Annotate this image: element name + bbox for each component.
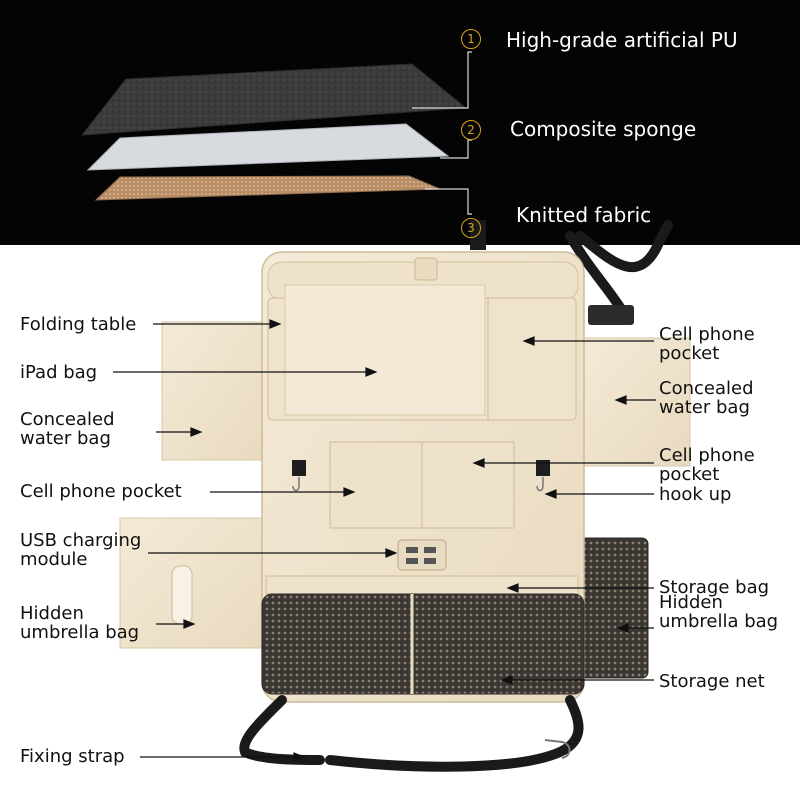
hook-right [536, 460, 550, 476]
leader-layer-3 [425, 188, 472, 215]
knitted-fabric-layer [94, 175, 441, 201]
layer-2-label: Composite sponge [510, 117, 697, 141]
top-tab [414, 257, 438, 281]
label-concealed-water-bag-right: Concealed water bag [659, 378, 754, 418]
hook-left-metal [292, 477, 300, 492]
usb-port-1 [406, 547, 418, 553]
right-side-flap [581, 337, 691, 467]
label-cell-phone-pocket-right-mid: Cell phone pocket [659, 445, 755, 485]
usb-port-4 [424, 558, 436, 564]
label-ipad-bag: iPad bag [20, 362, 98, 383]
phone-pocket-left-shape [329, 441, 423, 529]
storage-bag-flap [265, 575, 579, 595]
layer-1-label: High-grade artificial PU [506, 28, 738, 52]
right-mesh-pocket [579, 537, 649, 679]
label-fixing-strap: Fixing strap [20, 746, 125, 767]
layer-1-number: 1 [461, 29, 481, 49]
layer-2-number: 2 [461, 120, 481, 140]
left-umbrella-flap [119, 517, 269, 649]
bottom-strap-right [325, 695, 584, 772]
phone-pocket-right-shape [421, 441, 515, 529]
usb-port-3 [406, 558, 418, 564]
hook-right-metal [536, 477, 544, 492]
label-cell-phone-pocket-left: Cell phone pocket [20, 481, 182, 502]
hook-left [292, 460, 306, 476]
pu-leather-layer [80, 63, 468, 136]
usb-port-2 [424, 547, 436, 553]
bottom-strap-left [239, 695, 325, 765]
usb-module-shape [397, 539, 447, 571]
ipad-bag-inner [284, 284, 486, 416]
label-hidden-umbrella-bag-left: Hidden umbrella bag [20, 603, 140, 643]
label-storage-bag: Storage bag [659, 577, 770, 598]
label-usb-charging-module: USB charging module [20, 530, 142, 570]
strap-hook [544, 739, 571, 759]
storage-net-shape [261, 593, 585, 695]
layer-3-number: 3 [461, 218, 481, 238]
label-hook-up: hook up [659, 484, 732, 505]
label-storage-net: Storage net [659, 671, 765, 692]
sponge-layer [86, 123, 450, 171]
label-cell-phone-pocket-right-top: Cell phone pocket [659, 324, 755, 364]
umbrella-slot [171, 565, 193, 625]
leader-layer-2 [440, 139, 472, 159]
label-folding-table: Folding table [20, 314, 137, 335]
folding-table-flap [161, 321, 269, 461]
label-hidden-umbrella-bag-right: Hidden umbrella bag [659, 592, 779, 632]
label-concealed-water-bag-left: Concealed water bag [20, 409, 115, 449]
leader-layer-1 [412, 51, 472, 109]
layer-3-label: Knitted fabric [516, 203, 652, 227]
strap-buckle [588, 305, 634, 325]
